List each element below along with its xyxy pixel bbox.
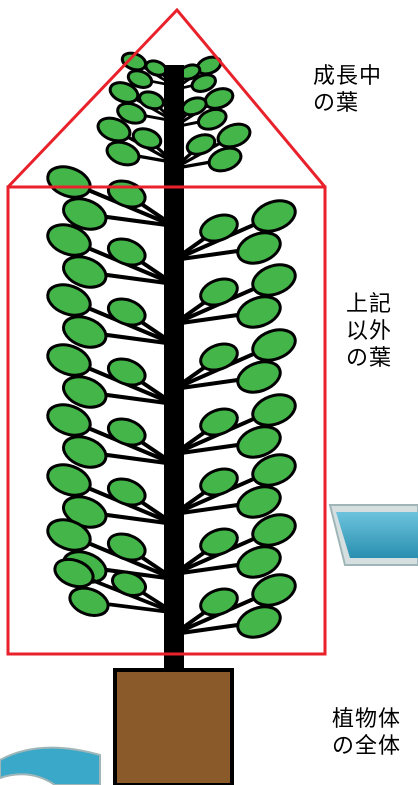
leaf xyxy=(46,463,92,497)
leaf xyxy=(199,342,239,372)
leaf-branch xyxy=(172,199,297,265)
leaf xyxy=(199,277,239,307)
leaf xyxy=(199,467,239,497)
other-leaves-label: 上記 以外 の葉 xyxy=(346,292,393,371)
leaf-branch xyxy=(96,116,176,167)
leaf xyxy=(199,587,239,617)
leaf xyxy=(96,116,132,143)
leaf xyxy=(46,283,92,317)
leaf xyxy=(199,213,239,243)
leaf xyxy=(46,165,92,199)
leaf xyxy=(236,231,282,265)
leaf-branch xyxy=(172,328,297,394)
leaf xyxy=(106,532,147,562)
leaf xyxy=(46,403,92,437)
leaf xyxy=(251,513,297,547)
lower-leaves-frame xyxy=(6,185,327,656)
leaf xyxy=(62,375,108,409)
leaves-group xyxy=(46,51,297,639)
leaf xyxy=(251,199,297,233)
leaf xyxy=(53,557,95,589)
leaf xyxy=(251,393,297,427)
whole-plant-label: 植物体 の全体 xyxy=(332,707,402,759)
leaf xyxy=(236,295,282,329)
leaf xyxy=(62,435,108,469)
leaf xyxy=(199,527,239,557)
leaf-branch xyxy=(172,453,297,519)
growing-leaves-frame xyxy=(6,7,327,189)
leaf xyxy=(126,69,154,89)
leaf xyxy=(131,127,163,150)
bottom-left-swoosh xyxy=(0,746,101,785)
leaf xyxy=(106,297,147,327)
leaf xyxy=(138,90,165,111)
leaf xyxy=(116,101,147,125)
leaf xyxy=(251,453,297,487)
leaf xyxy=(106,237,147,267)
leaf xyxy=(46,343,92,377)
main-stem xyxy=(164,65,184,670)
leaf xyxy=(236,545,282,579)
right-arrow-icon xyxy=(328,504,418,566)
leaf xyxy=(185,133,217,156)
leaf xyxy=(236,485,282,519)
leaf-branch xyxy=(172,393,297,459)
leaf xyxy=(251,263,297,297)
growing-leaves-label: 成長中 の葉 xyxy=(313,64,383,116)
leaf xyxy=(236,425,282,459)
leaf-branch xyxy=(46,403,176,469)
leaf xyxy=(251,328,297,362)
leaf xyxy=(216,122,252,149)
leaf xyxy=(46,518,92,552)
leaf xyxy=(105,140,141,167)
leaf xyxy=(62,255,108,289)
leaf xyxy=(106,417,147,447)
pot xyxy=(113,668,234,785)
leaf xyxy=(251,573,297,607)
leaf xyxy=(207,146,243,173)
leaf-branch xyxy=(46,223,176,289)
leaf-branch xyxy=(46,463,176,529)
leaf-branch xyxy=(172,263,297,329)
leaf xyxy=(62,197,108,231)
leaf xyxy=(108,81,140,104)
leaf xyxy=(46,223,92,257)
leaf xyxy=(236,605,282,639)
leaf-branch xyxy=(46,283,176,349)
leaf-branch xyxy=(172,573,297,639)
leaf xyxy=(106,357,147,387)
leaf xyxy=(68,586,110,617)
leaf xyxy=(190,73,217,93)
leaf xyxy=(106,477,147,507)
leaf xyxy=(111,570,147,598)
leaf xyxy=(236,360,282,394)
leaf xyxy=(196,107,228,131)
leaf xyxy=(199,407,239,437)
leaf-branch xyxy=(46,343,176,409)
leaf-branch xyxy=(172,513,297,579)
leaf xyxy=(62,315,108,349)
